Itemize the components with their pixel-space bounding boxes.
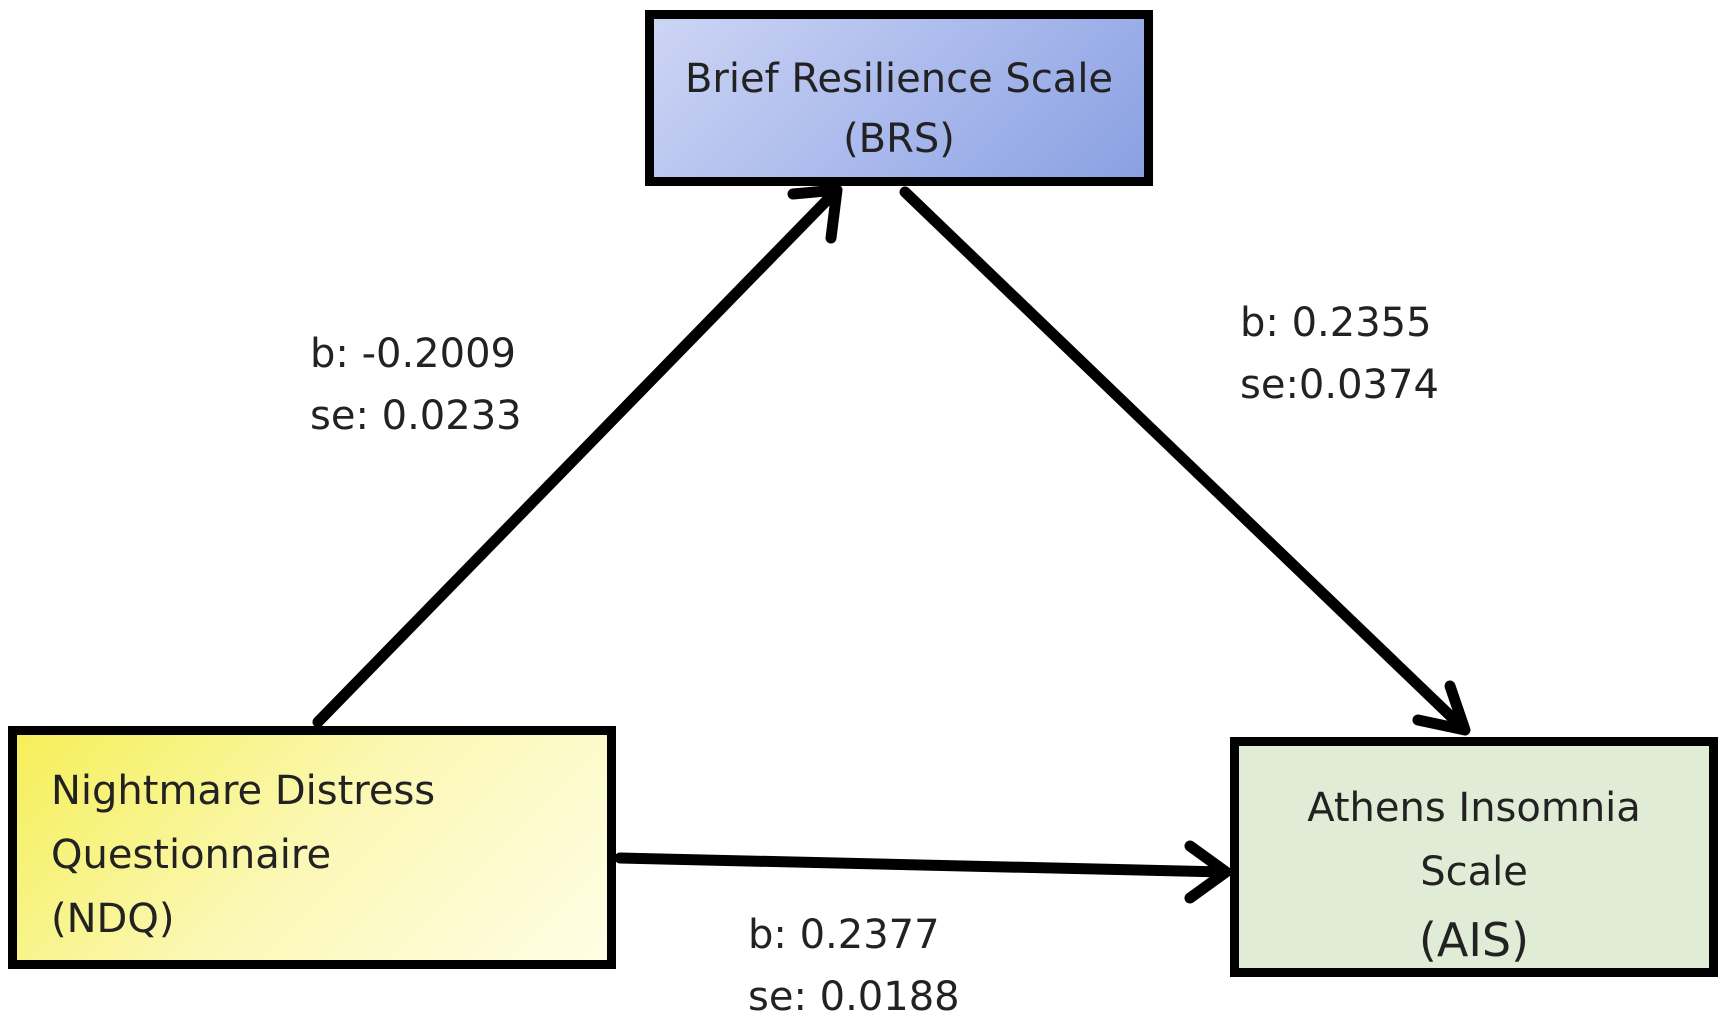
node-ais-line1: Athens Insomnia bbox=[1307, 785, 1641, 831]
arrowhead-brs bbox=[787, 184, 843, 244]
node-athens-insomnia-scale: Athens Insomnia Scale (AIS) bbox=[1230, 737, 1718, 977]
node-ais-line2: Scale bbox=[1420, 849, 1528, 895]
edge-ndq-ais-se: se: 0.0188 bbox=[748, 974, 960, 1020]
arrowhead-ais-left bbox=[1184, 840, 1232, 904]
node-ndq-line1: Nightmare Distress bbox=[51, 768, 436, 814]
node-ndq-line3: (NDQ) bbox=[51, 896, 175, 942]
arrowhead-ais-top bbox=[1412, 680, 1471, 736]
edge-ndq-brs-se: se: 0.0233 bbox=[310, 393, 522, 439]
arrow-ndq-to-ais bbox=[614, 852, 1230, 878]
node-ais-line3: (AIS) bbox=[1418, 913, 1530, 967]
node-nightmare-distress-questionnaire: Nightmare Distress Questionnaire (NDQ) bbox=[8, 726, 616, 969]
node-brs-line2: (BRS) bbox=[843, 116, 955, 162]
edge-brs-ais-se: se:0.0374 bbox=[1240, 362, 1439, 408]
node-brief-resilience-scale: Brief Resilience Scale (BRS) bbox=[645, 10, 1153, 186]
edge-label-ndq-to-ais: b: 0.2377 se: 0.0188 bbox=[748, 904, 960, 1028]
arrow-brs-to-ais bbox=[899, 186, 1469, 734]
edge-brs-ais-b: b: 0.2355 bbox=[1240, 300, 1432, 346]
edge-ndq-brs-b: b: -0.2009 bbox=[310, 331, 516, 377]
edge-ndq-ais-b: b: 0.2377 bbox=[748, 912, 940, 958]
edge-label-brs-to-ais: b: 0.2355 se:0.0374 bbox=[1240, 292, 1439, 416]
arrow-ndq-to-brs bbox=[312, 186, 841, 728]
node-brs-line1: Brief Resilience Scale bbox=[684, 56, 1114, 102]
edge-label-ndq-to-brs: b: -0.2009 se: 0.0233 bbox=[310, 323, 522, 447]
node-ndq-line2: Questionnaire bbox=[51, 832, 332, 878]
